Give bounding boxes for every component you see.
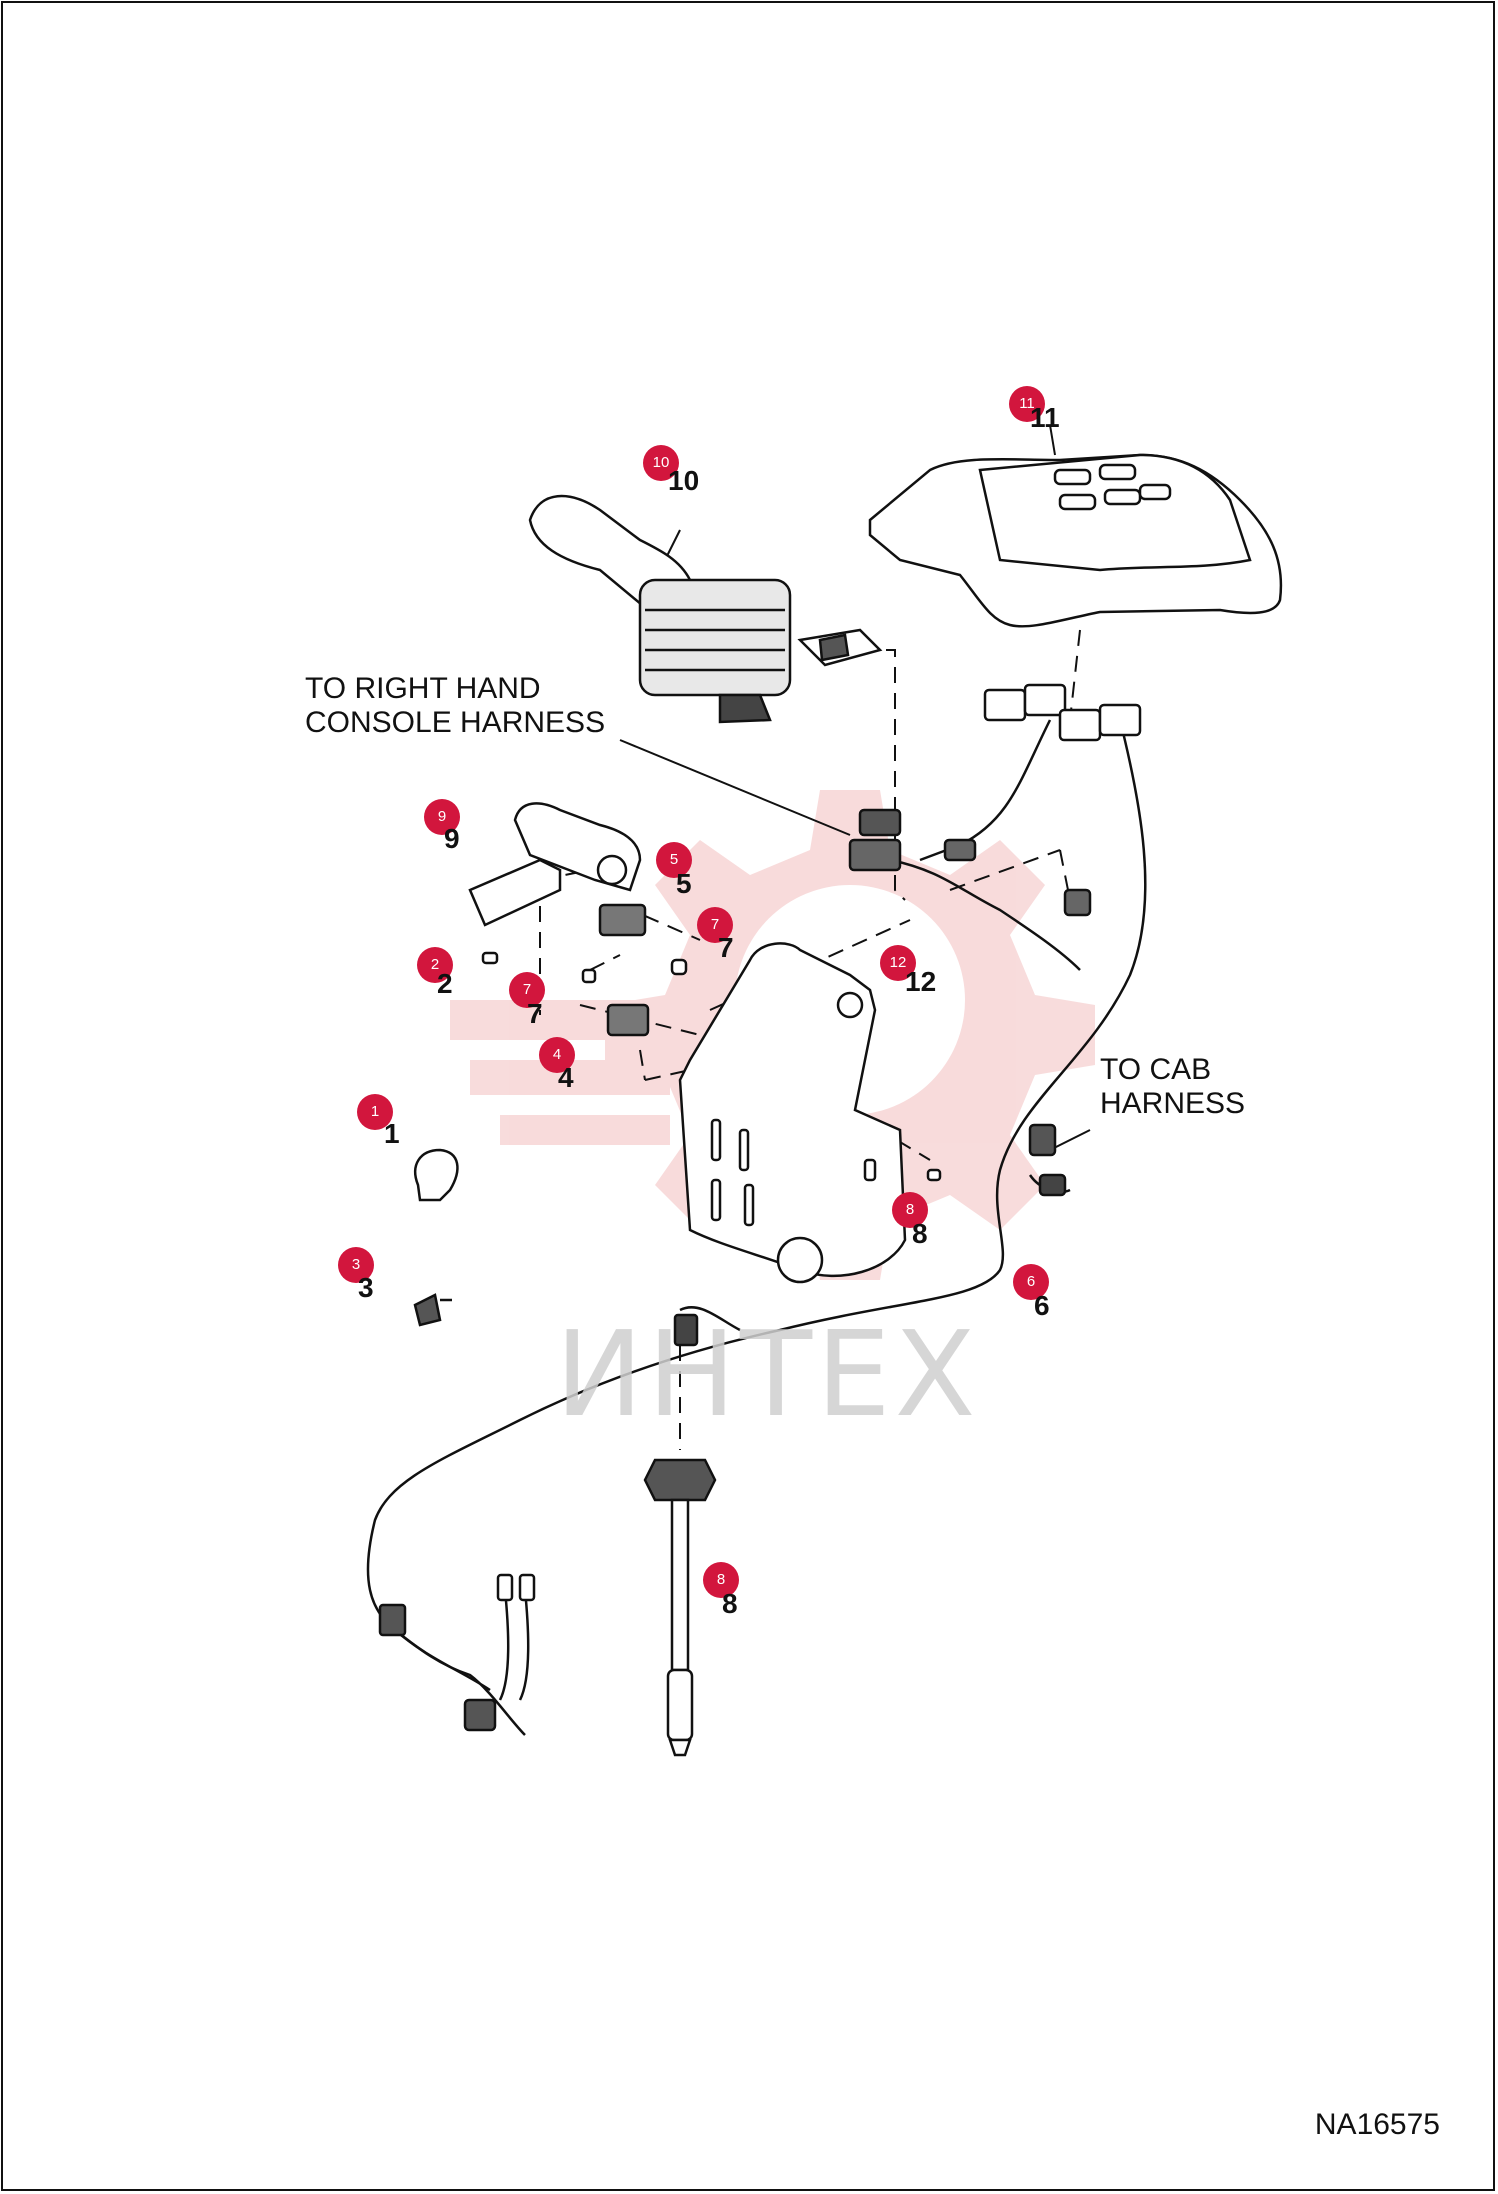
marker-8a: 8 xyxy=(892,1192,928,1228)
part-number-10: 10 xyxy=(668,465,700,496)
part-number-8a: 8 xyxy=(912,1218,928,1249)
part-number-5: 5 xyxy=(676,868,692,899)
part-10-joystick xyxy=(528,494,883,724)
marker-1: 1 xyxy=(357,1094,393,1130)
watermark-text: ИНТЕХ xyxy=(555,1305,980,1443)
wire-harness xyxy=(366,719,1147,1736)
part-number-7b: 7 xyxy=(527,998,543,1029)
marker-3: 3 xyxy=(338,1247,374,1283)
callout-line: HARNESS xyxy=(1100,1087,1246,1120)
part-number-11: 11 xyxy=(1030,402,1060,433)
part-number-6: 6 xyxy=(1034,1290,1050,1321)
part-9-mount-bracket xyxy=(468,802,642,927)
marker-12: 12 xyxy=(880,945,916,981)
marker-4: 4 xyxy=(539,1037,575,1073)
part-11-cover xyxy=(868,453,1283,628)
callout-line: TO CAB xyxy=(1100,1053,1212,1086)
marker-7b: 7 xyxy=(509,972,545,1008)
marker-11: 11 xyxy=(1009,386,1045,422)
part-number-2: 2 xyxy=(437,968,453,999)
callout-line: CONSOLE HARNESS xyxy=(305,706,606,739)
marker-2: 2 xyxy=(417,947,453,983)
part-number-3: 3 xyxy=(358,1272,374,1303)
part-number-7a: 7 xyxy=(718,932,734,963)
small-hardware xyxy=(413,903,942,1327)
part-number-12: 12 xyxy=(905,966,937,997)
marker-10: 10 xyxy=(643,445,679,481)
part-8-sensor xyxy=(643,1458,717,1757)
marker-9: 9 xyxy=(424,799,460,835)
marker-5: 5 xyxy=(656,842,692,878)
callout-right-hand-console-harness: TO RIGHT HAND CONSOLE HARNESS xyxy=(305,672,605,740)
marker-6: 6 xyxy=(1013,1264,1049,1300)
part-number-9: 9 xyxy=(444,823,460,854)
marker-8b: 8 xyxy=(703,1562,739,1598)
part-number-4: 4 xyxy=(558,1062,574,1093)
callout-cab-harness: TO CAB HARNESS xyxy=(1100,1053,1245,1121)
drawing-number: NA16575 xyxy=(1314,2108,1440,2141)
marker-7a: 7 xyxy=(697,907,733,943)
harness-connectors xyxy=(378,683,1142,1732)
part-12-mounting-plate xyxy=(678,942,907,1284)
callout-line: TO RIGHT HAND xyxy=(305,672,541,705)
part-number-1: 1 xyxy=(384,1118,400,1149)
part-number-8b: 8 xyxy=(722,1588,738,1619)
